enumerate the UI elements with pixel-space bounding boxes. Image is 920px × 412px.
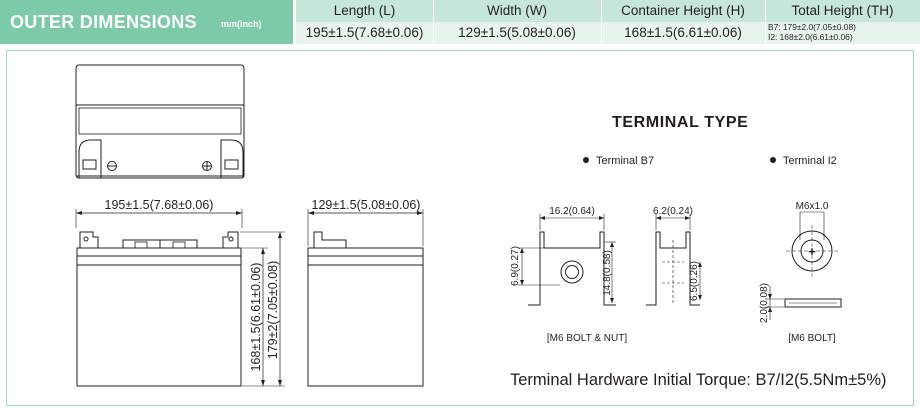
drawing-frame <box>6 50 914 406</box>
header-title-box: OUTER DIMENSIONS mm(inch) <box>0 0 293 44</box>
table-header-row <box>296 0 920 22</box>
total-height-dim: 179±2(7.05±0.08) <box>266 261 280 360</box>
terminal-b7-label: Terminal B7 <box>583 155 654 167</box>
col-container-height-label: Container Height (H) <box>621 3 745 18</box>
top-view <box>75 64 245 179</box>
negative-terminal-icon <box>107 161 117 171</box>
col-total-height-label: Total Height (TH) <box>791 3 894 18</box>
table-divider <box>765 0 766 44</box>
b7-dim-hole-center: 6.5(0.26) <box>689 261 700 301</box>
bullet-icon <box>583 157 589 163</box>
table-divider <box>433 0 434 44</box>
i2-dim-thickness: 2.0(0.08) <box>759 283 770 323</box>
table-divider <box>601 0 602 44</box>
positive-terminal-icon <box>202 161 212 171</box>
terminal-i2-drawing <box>784 225 842 308</box>
container-height-dim: 168±1.5(6.61±0.06) <box>249 263 263 372</box>
side-view <box>307 231 424 387</box>
front-view <box>76 231 242 387</box>
i2-caption: [M6 BOLT] <box>788 333 836 344</box>
col-container-height-value: 168±1.5(6.61±0.06) <box>624 25 742 40</box>
front-length-dim: 195±1.5(7.68±0.06) <box>105 198 214 212</box>
bullet-icon <box>770 157 776 163</box>
col-length-label: Length (L) <box>333 3 396 18</box>
table-value-row <box>296 22 920 44</box>
total-height-i2: I2: 168±2.0(6.61±0.06) <box>768 31 853 42</box>
col-total-height-value: B7: 179±2.0(7.05±0.08) I2: 168±2.0(6.61±… <box>768 22 918 42</box>
side-width-dim: 129±1.5(5.08±0.06) <box>312 198 421 212</box>
col-width-value: 129±1.5(5.08±0.06) <box>458 25 576 40</box>
col-length-value: 195±1.5(7.68±0.06) <box>305 25 424 40</box>
terminal-type-title: TERMINAL TYPE <box>612 114 749 131</box>
dimensions-table: Length (L) Width (W) Container Height (H… <box>296 0 920 44</box>
terminal-b7-text: Terminal B7 <box>596 155 655 167</box>
b7-dim-hole-height: 6.9(0.27) <box>510 246 521 286</box>
b7-dim-total-height: 14.8(0.58) <box>602 250 613 296</box>
terminal-i2-text: Terminal I2 <box>783 155 837 167</box>
torque-note: Terminal Hardware Initial Torque: B7/I2(… <box>510 371 887 389</box>
terminal-i2-label: Terminal I2 <box>770 155 837 167</box>
b7-dim-width: 16.2(0.64) <box>549 206 595 217</box>
total-height-b7: B7: 179±2.0(7.05±0.08) <box>768 22 856 32</box>
terminal-b7-drawing <box>528 231 700 306</box>
i2-thread-label: M6x1.0 <box>796 201 829 212</box>
unit-label: mm(inch) <box>221 19 262 29</box>
i2-plus-icon: + <box>808 244 816 259</box>
page-title: OUTER DIMENSIONS <box>10 12 197 32</box>
b7-caption: [M6 BOLT & NUT] <box>547 333 627 344</box>
col-width-label: Width (W) <box>487 3 547 18</box>
b7-dim-thickness: 6.2(0.24) <box>653 206 693 217</box>
